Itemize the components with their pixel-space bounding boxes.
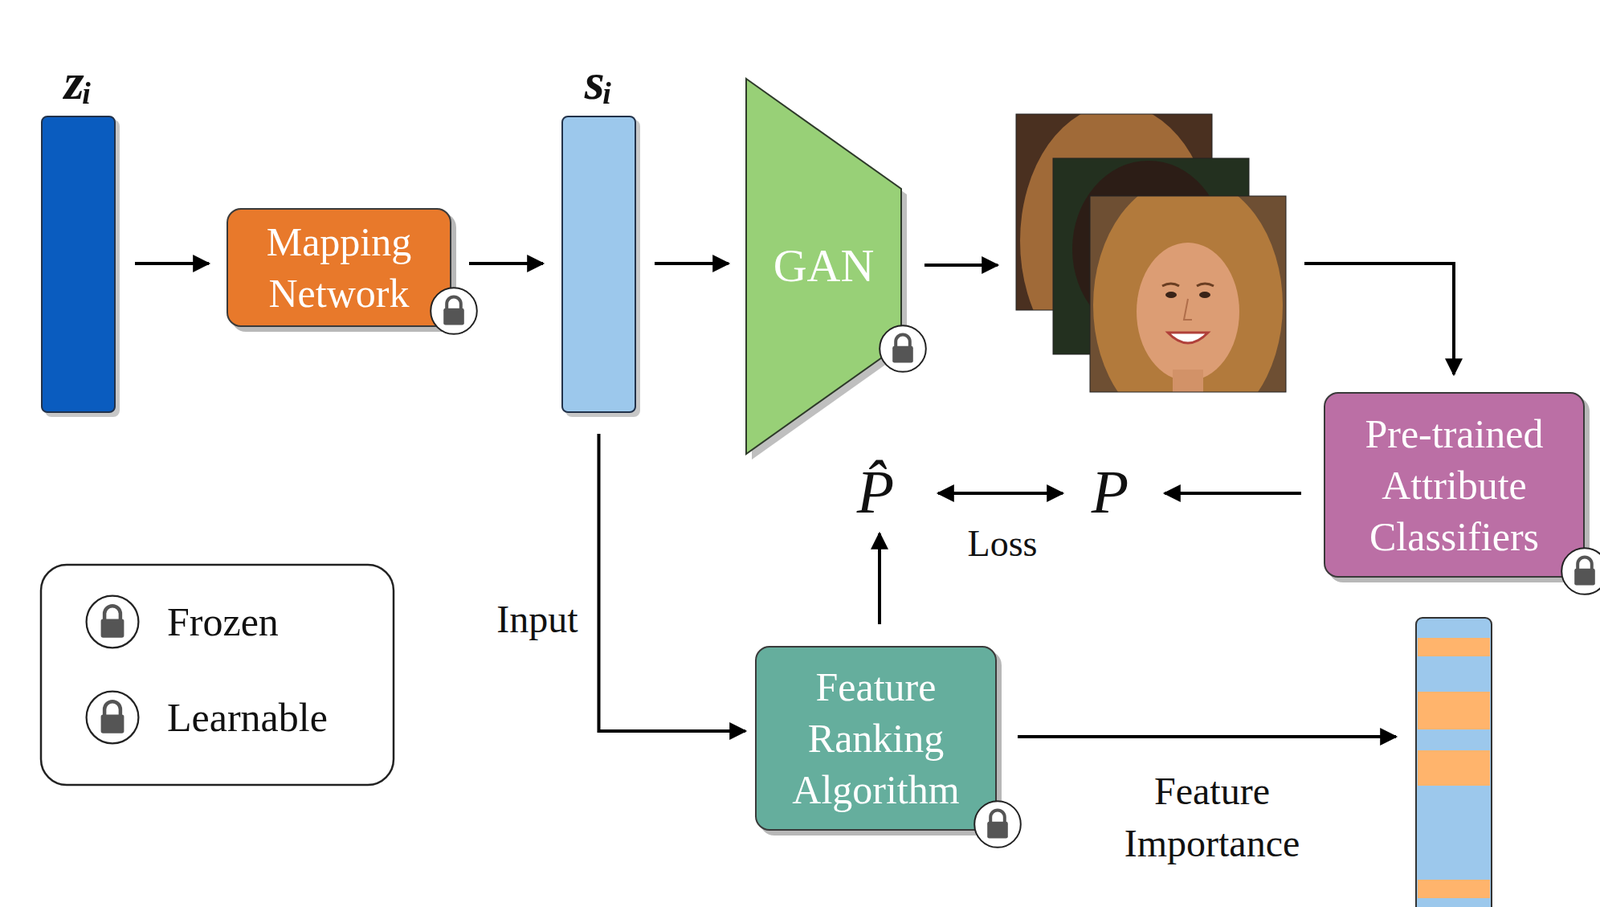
legend-text: Frozen bbox=[167, 597, 279, 646]
output-label: Feature Importance bbox=[1091, 765, 1333, 870]
legend-frame bbox=[40, 564, 394, 785]
flow-arrow bbox=[1164, 491, 1302, 495]
eyebrow bbox=[1162, 283, 1180, 286]
legend-lock bbox=[86, 595, 139, 649]
frozen-lock bbox=[879, 325, 927, 372]
legend-lock bbox=[86, 691, 139, 744]
learnable-lock bbox=[974, 800, 1021, 848]
connector-arrow bbox=[469, 261, 543, 266]
trapezoid-shape bbox=[746, 78, 902, 454]
loss-arrow bbox=[938, 491, 1063, 495]
frozen-lock bbox=[430, 287, 478, 335]
nose bbox=[1183, 298, 1192, 320]
node-text: Pre-trained Attribute Classifiers bbox=[1334, 408, 1574, 563]
eye bbox=[1199, 291, 1211, 298]
flow-arrow bbox=[924, 263, 998, 267]
generator-trapezoid: GAN bbox=[746, 78, 902, 454]
important-feature bbox=[1417, 637, 1490, 657]
eyebrow bbox=[1196, 283, 1214, 286]
vector-label: zᵢ bbox=[64, 56, 94, 108]
flow-arrow bbox=[877, 533, 882, 625]
classifier-box: Pre-trained Attribute Classifiers bbox=[1323, 391, 1585, 578]
connector-arrow bbox=[599, 433, 747, 731]
predicted-symbol: P̂ bbox=[857, 450, 894, 534]
node-text: GAN bbox=[757, 236, 890, 296]
node-text: Feature Ranking Algorithm bbox=[766, 661, 986, 816]
connector-arrow bbox=[134, 261, 209, 266]
mapping-box: Mapping Network bbox=[226, 208, 452, 327]
hair bbox=[1093, 195, 1283, 392]
style-vector: sᵢ bbox=[561, 115, 637, 413]
frozen-lock bbox=[1561, 547, 1600, 595]
importance-bar bbox=[1416, 617, 1492, 907]
loss-label: Loss bbox=[967, 518, 1038, 569]
smile bbox=[1167, 332, 1209, 343]
connector-arrow bbox=[654, 261, 729, 266]
image-border bbox=[1089, 195, 1286, 392]
latent-vector: zᵢ bbox=[40, 115, 116, 413]
face-image bbox=[1089, 195, 1286, 392]
flow-arrow bbox=[1304, 263, 1454, 375]
ranking-box: Feature Ranking Algorithm bbox=[755, 645, 997, 831]
flow-arrow bbox=[1017, 734, 1396, 739]
important-feature bbox=[1417, 750, 1490, 786]
legend-text: Learnable bbox=[167, 693, 328, 742]
vector-label: sᵢ bbox=[584, 56, 614, 108]
target-symbol: P bbox=[1091, 450, 1129, 534]
edge-label: Input bbox=[493, 598, 581, 641]
face-skin bbox=[1136, 242, 1240, 381]
important-feature bbox=[1417, 879, 1490, 898]
important-feature bbox=[1417, 691, 1490, 730]
node-text: Mapping Network bbox=[237, 216, 441, 319]
neck bbox=[1172, 369, 1204, 392]
eye bbox=[1165, 291, 1177, 298]
